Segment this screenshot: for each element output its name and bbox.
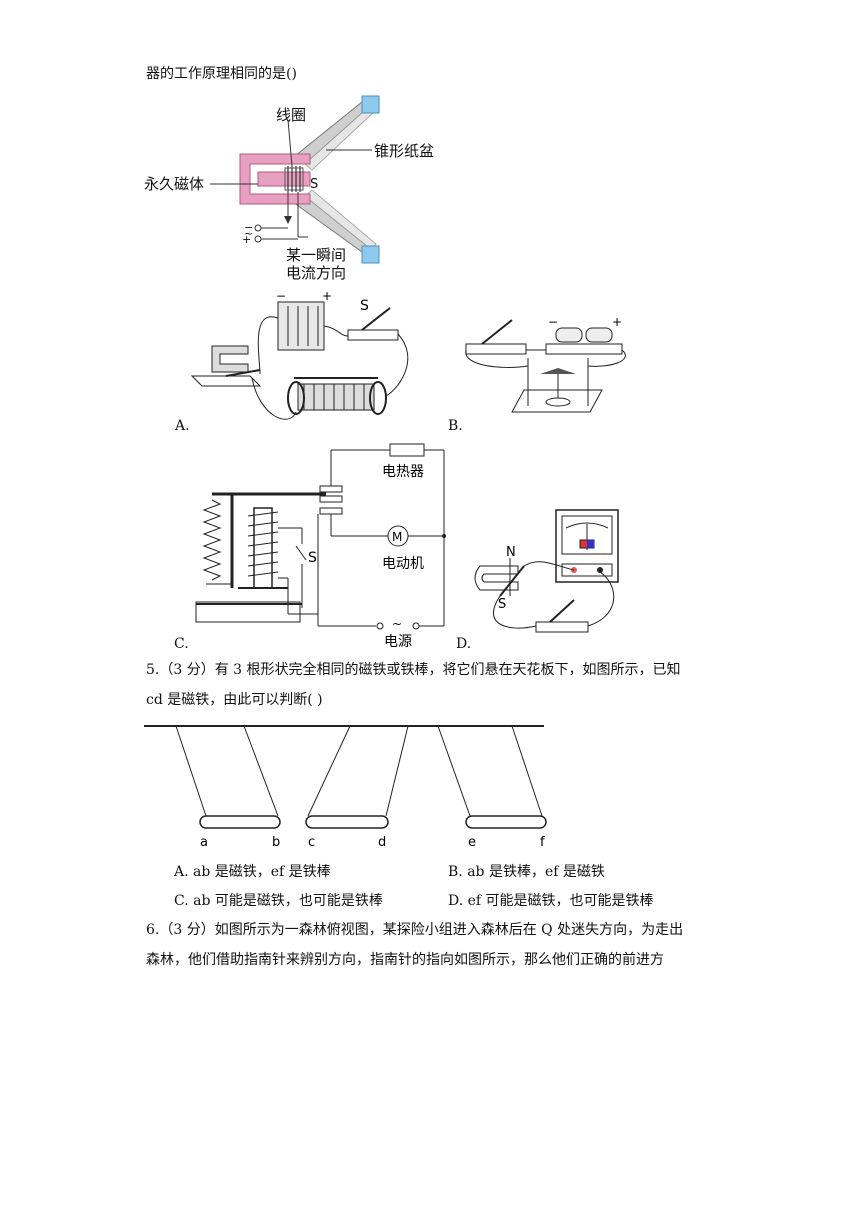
coil-label: 线圈 bbox=[276, 106, 306, 124]
d-south-label: S bbox=[498, 597, 506, 612]
cone-label: 锥形纸盆 bbox=[374, 142, 434, 160]
q5-line-1: 5.（3 分）有 3 根形状完全相同的磁铁或铁棒，将它们悬在天花板下，如图所示，… bbox=[146, 662, 681, 678]
d-north-label: N bbox=[506, 545, 516, 560]
minus-label: − bbox=[244, 221, 253, 234]
plus-label: + bbox=[242, 233, 251, 246]
option-a-label: A. bbox=[175, 418, 190, 434]
a-minus-label: − bbox=[276, 289, 286, 303]
q4-stem-text: 器的工作原理相同的是() bbox=[146, 66, 297, 82]
a-switch-label: S bbox=[360, 298, 369, 314]
magnet-label: 永久磁体 bbox=[144, 175, 204, 193]
q5-choice-a[interactable]: A. ab 是磁铁，ef 是铁棒 bbox=[174, 864, 331, 880]
a-plus-label: + bbox=[322, 289, 332, 303]
q5-choice-b[interactable]: B. ab 是铁棒，ef 是磁铁 bbox=[448, 864, 605, 880]
q5-label-d: d bbox=[378, 835, 386, 850]
c-power-label: 电源 bbox=[384, 634, 412, 650]
option-d-figure: N S bbox=[474, 509, 619, 633]
option-a-figure: − + S bbox=[190, 289, 409, 420]
q5-label-c: c bbox=[308, 835, 315, 850]
current-label-1: 某一瞬间 bbox=[286, 246, 346, 264]
q5-choice-d[interactable]: D. ef 可能是磁铁，也可能是铁棒 bbox=[448, 893, 654, 909]
c-motor-label: 电动机 bbox=[382, 556, 424, 572]
q5-line-2: cd 是磁铁，由此可以判断( ) bbox=[146, 692, 323, 708]
b-plus-label: + bbox=[612, 315, 622, 329]
q5-label-f: f bbox=[540, 835, 545, 850]
current-label-2: 电流方向 bbox=[286, 264, 346, 282]
option-c-figure: S 电热器 M 电动机 ~ 电源 bbox=[195, 443, 446, 650]
c-motor-symbol: M bbox=[392, 530, 402, 544]
q6-line-2: 森林，他们借助指南针来辨别方向，指南针的指向如图所示，那么他们正确的前进方 bbox=[146, 952, 664, 968]
b-minus-label: − bbox=[548, 315, 558, 329]
q5-label-b: b bbox=[272, 835, 280, 850]
speaker-diagram: 线圈 锥形纸盆 永久磁体 S − ~ + 某一瞬间 电流方向 bbox=[140, 92, 440, 282]
c-heater-label: 电热器 bbox=[382, 464, 424, 480]
c-tilde-label: ~ bbox=[392, 617, 402, 631]
option-c-label: C. bbox=[174, 636, 189, 652]
q5-label-e: e bbox=[468, 835, 476, 850]
s-pole-label: S bbox=[310, 177, 318, 192]
option-b-label: B. bbox=[448, 418, 463, 434]
q6-line-1: 6.（3 分）如图所示为一森林俯视图，某探险小组进入森林后在 Q 处迷失方向，为… bbox=[146, 922, 684, 938]
option-b-figure: − + bbox=[465, 315, 626, 413]
c-switch-label: S bbox=[308, 550, 317, 566]
tilde-label: ~ bbox=[244, 227, 253, 240]
q5-label-a: a bbox=[200, 835, 208, 850]
q5-choice-c[interactable]: C. ab 可能是磁铁，也可能是铁棒 bbox=[174, 893, 383, 909]
q5-figure: a b c d e f bbox=[144, 725, 547, 850]
option-d-label: D. bbox=[456, 636, 472, 652]
